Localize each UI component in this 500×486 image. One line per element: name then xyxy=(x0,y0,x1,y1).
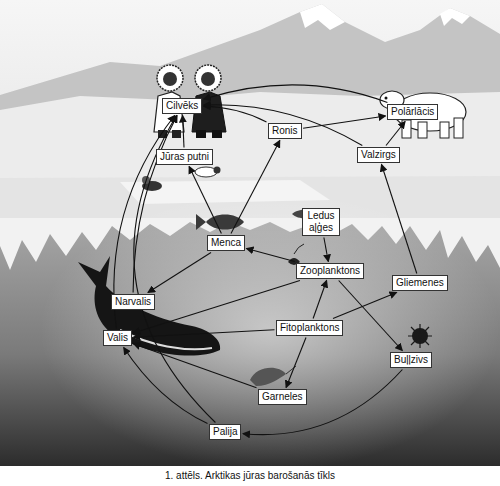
underwater-ice xyxy=(0,218,500,270)
organism-label: Fitoplanktons xyxy=(280,322,339,334)
food-web-node: Narvalis xyxy=(111,294,155,310)
people-illustration xyxy=(212,130,222,138)
feeding-arrow xyxy=(133,281,300,334)
feeding-arrow xyxy=(286,338,306,388)
feeding-arrow xyxy=(183,116,184,148)
whale-illustration xyxy=(78,256,220,356)
organism-label: Menca xyxy=(211,237,241,249)
sea-urchin-illustration xyxy=(408,324,432,348)
cod-illustration xyxy=(196,214,206,230)
zooplankton-illustration xyxy=(288,244,304,265)
food-web-node: Palija xyxy=(209,424,241,440)
feeding-arrow xyxy=(303,116,385,128)
food-web-node: Valzirgs xyxy=(357,147,400,163)
food-web-node: Ronis xyxy=(268,123,302,139)
organism-label: Valzirgs xyxy=(361,149,396,161)
sea-water xyxy=(0,190,500,470)
polar-bear-illustration xyxy=(440,122,449,138)
feeding-arrow xyxy=(339,281,403,351)
polar-bear-illustration xyxy=(402,120,411,138)
feeding-arrow xyxy=(133,344,256,388)
people-illustration xyxy=(163,72,177,86)
polar-bear-illustration xyxy=(385,97,388,100)
people-illustration xyxy=(157,65,183,91)
feeding-arrow xyxy=(114,116,175,329)
organism-label: Palija xyxy=(213,426,237,438)
food-web-node: Menca xyxy=(207,235,245,251)
food-web-node: Buļļzivs xyxy=(390,352,432,368)
organism-label: Valis xyxy=(107,332,128,344)
mountains xyxy=(0,92,500,185)
people-illustration xyxy=(201,72,215,86)
seabird-illustration xyxy=(214,167,221,174)
feeding-arrow xyxy=(386,122,405,146)
feeding-arrow xyxy=(324,238,328,262)
organism-label: Zooplanktons xyxy=(300,265,360,277)
mountains xyxy=(300,4,345,30)
organism-label: Ronis xyxy=(272,125,298,137)
feeding-arrow xyxy=(313,281,327,319)
cod-illustration xyxy=(206,215,244,230)
feeding-arrow xyxy=(204,105,363,146)
feeding-arrow xyxy=(133,330,274,337)
feeding-arrow xyxy=(148,253,211,293)
feeding-arrow xyxy=(189,167,221,234)
organism-label: Jūras putni xyxy=(160,151,209,163)
polar-bear-illustration xyxy=(418,122,427,138)
whale-illustration xyxy=(78,256,220,356)
mountains xyxy=(0,4,500,185)
feeding-arrow xyxy=(204,106,267,122)
food-web-node: Zooplanktons xyxy=(296,263,364,279)
organism-label: Garneles xyxy=(262,391,303,403)
caption-band xyxy=(0,466,500,486)
shrimp-illustration xyxy=(250,368,286,386)
organism-label: Buļļzivs xyxy=(394,354,428,366)
seabird-illustration xyxy=(195,167,217,177)
caption-band xyxy=(0,466,500,486)
food-web-node: Garneles xyxy=(258,389,307,405)
feeding-arrow xyxy=(243,370,402,435)
food-web-node: Polārlācis xyxy=(387,104,438,120)
shrimp-illustration xyxy=(250,366,296,386)
organism-label: Ledus aļģes xyxy=(306,210,336,234)
food-web-node: Fitoplanktons xyxy=(276,320,343,336)
people-illustration xyxy=(196,130,206,138)
people-illustration xyxy=(195,65,221,91)
organism-label: Cilvēks xyxy=(166,100,198,112)
people-illustration xyxy=(172,130,181,138)
organism-label: Polārlācis xyxy=(391,106,434,118)
feeding-arrow xyxy=(231,141,280,234)
feeding-arrow xyxy=(382,165,417,274)
food-web-node: Jūras putni xyxy=(156,149,213,165)
underwater-ice xyxy=(0,218,500,270)
zooplankton-illustration xyxy=(294,244,304,254)
feeding-arrow xyxy=(247,249,295,262)
mountains xyxy=(440,8,470,26)
organism-label: Narvalis xyxy=(115,296,151,308)
food-web-node: Ledus aļģes xyxy=(302,208,340,236)
feeding-arrow xyxy=(124,348,208,424)
food-web-node: Valis xyxy=(103,330,132,346)
feeding-arrow xyxy=(333,293,397,319)
food-web-node: Gliemenes xyxy=(392,275,448,291)
figure-caption: 1. attēls. Arktikas jūras barošanās tīkl… xyxy=(0,470,500,481)
organism-label: Gliemenes xyxy=(396,277,444,289)
food-web-node: Cilvēks xyxy=(162,98,202,114)
people-illustration xyxy=(154,65,226,138)
feeding-arrow xyxy=(204,85,388,103)
sea-urchin-illustration xyxy=(408,324,432,348)
polar-bear-illustration xyxy=(380,91,466,138)
polar-bear-illustration xyxy=(454,118,463,138)
